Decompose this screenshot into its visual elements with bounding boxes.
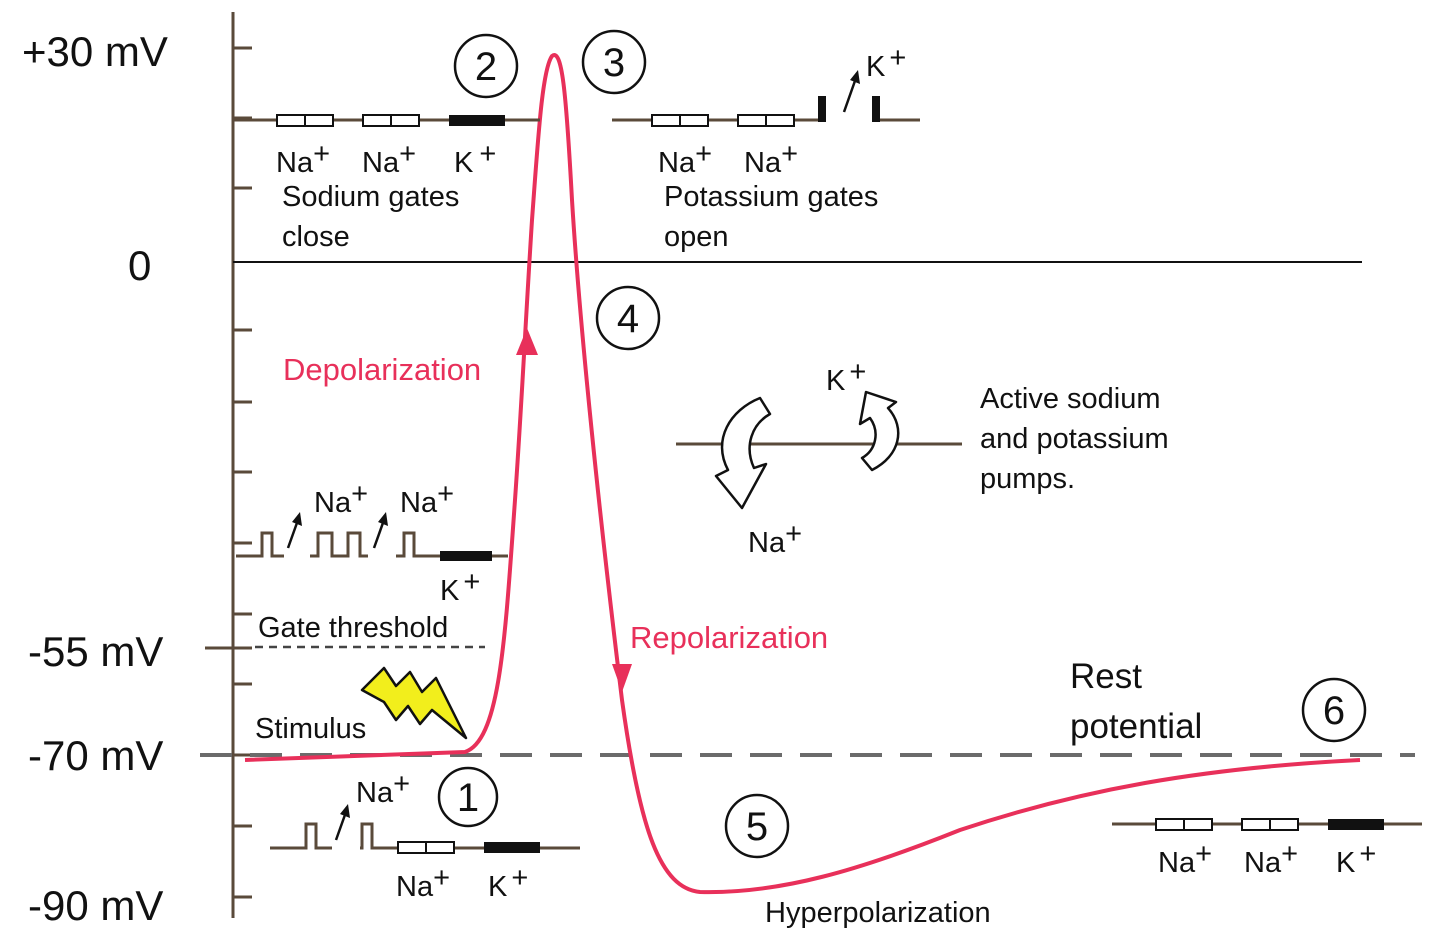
hyperpolarization-label: Hyperpolarization	[765, 897, 991, 929]
membrane-step1-gates	[334, 804, 540, 854]
step-1: 1	[457, 776, 479, 820]
step-4: 4	[617, 297, 639, 341]
step-3: 3	[603, 41, 625, 85]
ion-label-na: Na+	[314, 478, 368, 519]
ion-label-k: K+	[866, 42, 906, 83]
k-pump-arrow-icon	[858, 390, 900, 472]
ion-label-k: K+	[1336, 838, 1376, 879]
ion-label-na: Na+	[276, 138, 330, 179]
ion-label-na: Na+	[744, 138, 798, 179]
y-tick-0: 0	[128, 242, 151, 289]
y-tick-minus70: -70 mV	[28, 732, 163, 779]
ion-label-k: K+	[488, 862, 528, 903]
na-pump-arrow-icon	[714, 396, 772, 510]
ion-label-na: Na+	[658, 138, 712, 179]
y-tick-minus55: -55 mV	[28, 628, 163, 675]
pumps-caption-line2: and potassium	[980, 423, 1169, 455]
ion-label-k: K+	[454, 138, 496, 179]
repolarization-label: Repolarization	[630, 620, 828, 655]
action-potential-curve	[244, 53, 1361, 895]
step-markers	[437, 29, 1367, 859]
ion-label-na: Na+	[362, 138, 416, 179]
membrane-step2	[233, 114, 540, 127]
sodium-gates-caption-line2: close	[282, 221, 350, 253]
gate-threshold-label: Gate threshold	[258, 612, 448, 644]
depolarization-label: Depolarization	[283, 352, 481, 387]
pump-membrane	[676, 390, 962, 510]
repolarization-arrowhead	[612, 664, 632, 692]
rest-label-line2: potential	[1070, 707, 1202, 746]
y-tick-30: +30 mV	[22, 28, 168, 75]
pumps-caption-line3: pumps.	[980, 463, 1075, 495]
ion-label-na: Na+	[400, 478, 454, 519]
step-5: 5	[746, 805, 768, 849]
potassium-gates-caption-line2: open	[664, 221, 729, 253]
membrane-step6	[1112, 818, 1422, 831]
depolarization-arrowhead	[516, 328, 538, 355]
rest-label-line1: Rest	[1070, 657, 1142, 696]
ion-label-na: Na+	[1244, 838, 1298, 879]
potassium-gates-caption-line1: Potassium gates	[664, 181, 878, 213]
ion-label-na: Na+	[356, 768, 410, 809]
ion-label-na: Na+	[1158, 838, 1212, 879]
na-influx-arrows	[286, 512, 388, 549]
ion-label-na: Na+	[748, 518, 802, 559]
ion-label-k: K+	[826, 356, 866, 397]
sodium-gates-caption-line1: Sodium gates	[282, 181, 459, 213]
stimulus-label: Stimulus	[255, 713, 366, 745]
y-tick-minus90: -90 mV	[28, 882, 163, 929]
step-2: 2	[475, 45, 497, 89]
y-axis	[205, 12, 252, 918]
step-6: 6	[1323, 689, 1345, 733]
membrane-step3	[612, 70, 920, 127]
pumps-caption-line1: Active sodium	[980, 383, 1161, 415]
k-gate-closed	[440, 551, 492, 561]
ion-label-na: Na+	[396, 862, 450, 903]
ion-label-k: K+	[440, 566, 480, 607]
stimulus-bolt-icon	[360, 666, 468, 740]
